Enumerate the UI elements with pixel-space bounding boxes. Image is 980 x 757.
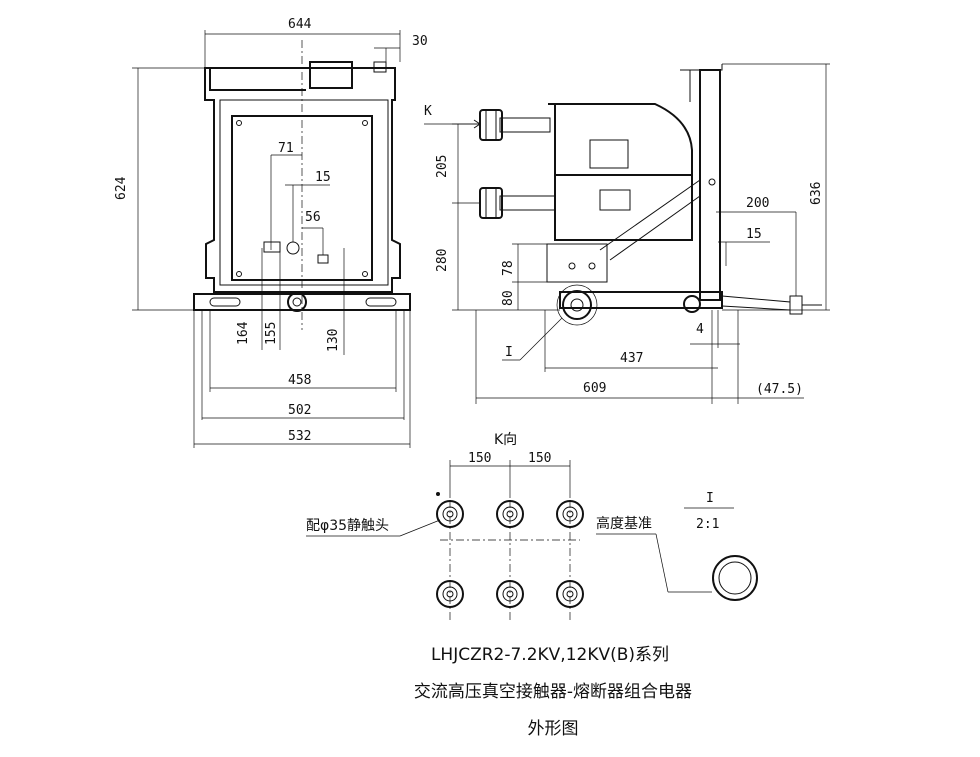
front-indicator — [263, 241, 281, 253]
side-wheel — [562, 290, 592, 320]
height-ref-label: 高度基准 — [596, 515, 652, 532]
front-panel-screw — [236, 271, 242, 277]
side-housing-window — [589, 139, 629, 169]
caption-model: LHJCZR2-7.2KV,12KV(B)系列 — [431, 645, 669, 665]
side-lower-box — [554, 174, 693, 241]
front-body-outline — [204, 67, 401, 293]
dim-624: 624 — [114, 176, 129, 200]
dim-15: 15 — [315, 170, 331, 185]
detail-callout-circle — [556, 284, 598, 326]
dim-437: 437 — [620, 351, 643, 366]
detail-marker-side: I — [505, 345, 513, 360]
dim-47-5: (47.5) — [756, 382, 803, 397]
static-contact — [496, 580, 524, 608]
side-handle — [721, 295, 791, 311]
side-brace — [599, 179, 701, 261]
side-wheel-hub — [570, 298, 584, 312]
dim-280: 280 — [435, 249, 450, 272]
front-top-handle — [209, 61, 353, 91]
static-contact — [556, 580, 584, 608]
static-contact — [556, 500, 584, 528]
front-base-wheel — [287, 292, 307, 312]
front-base-slot — [209, 297, 241, 307]
side-top-arm — [499, 117, 551, 133]
dim-30: 30 — [412, 34, 428, 49]
front-panel-screw — [362, 271, 368, 277]
contact-leader — [399, 519, 441, 537]
dim-458: 458 — [288, 373, 311, 388]
k-view: K向 150 150 配φ35静触头 — [306, 432, 712, 620]
detail-leader — [519, 317, 563, 361]
side-k-marker: K — [424, 104, 432, 119]
front-indicator — [317, 254, 329, 264]
dim-609: 609 — [583, 381, 606, 396]
dim-502: 502 — [288, 403, 311, 418]
static-contact — [436, 500, 464, 528]
detail-view: I 2:1 — [684, 491, 758, 601]
dim-155: 155 — [264, 322, 279, 345]
side-bottom-contact — [479, 187, 503, 219]
dim-15-side: 15 — [746, 227, 762, 242]
front-panel-screw — [236, 120, 242, 126]
side-bottom-arm — [499, 195, 556, 211]
dim-200: 200 — [746, 196, 769, 211]
front-view: 644 30 624 71 15 56 164 155 130 458 — [114, 17, 428, 448]
k-view-title: K向 — [494, 432, 517, 448]
dim-150-left: 150 — [468, 451, 491, 466]
front-inner-frame — [219, 99, 389, 286]
caption: LHJCZR2-7.2KV,12KV(B)系列 交流高压真空接触器-熔断器组合电… — [414, 645, 692, 739]
side-bracket — [546, 243, 608, 283]
side-top-contact — [479, 109, 503, 141]
detail-wheel — [712, 555, 758, 601]
dim-80: 80 — [501, 290, 516, 306]
dim-130: 130 — [326, 329, 341, 352]
side-bracket-bolt — [588, 262, 596, 270]
side-base-rail — [559, 291, 723, 309]
front-panel-screw — [362, 120, 368, 126]
side-frame-bolt — [708, 178, 716, 186]
detail-scale: 2:1 — [696, 517, 719, 532]
dim-644: 644 — [288, 17, 312, 32]
contact-label: 配φ35静触头 — [306, 518, 389, 534]
side-view: K 205 280 78 80 636 200 15 4 — [424, 63, 830, 404]
front-knob — [286, 241, 300, 255]
dim-56: 56 — [305, 210, 321, 225]
dim-78: 78 — [501, 260, 516, 276]
detail-wheel-inner — [718, 561, 752, 595]
dim-205: 205 — [435, 155, 450, 178]
side-frame-top — [680, 64, 723, 102]
front-base-slot — [365, 297, 397, 307]
dim-71: 71 — [278, 141, 294, 156]
side-handle-grip — [789, 295, 803, 315]
dim-150-right: 150 — [528, 451, 551, 466]
front-base-wheel-hub — [292, 297, 302, 307]
dim-532: 532 — [288, 429, 311, 444]
static-contact — [496, 500, 524, 528]
side-bracket-bolt — [568, 262, 576, 270]
caption-product: 交流高压真空接触器-熔断器组合电器 — [414, 682, 692, 702]
dim-164: 164 — [236, 321, 251, 345]
detail-marker: I — [706, 491, 714, 506]
dim-4: 4 — [696, 322, 704, 337]
front-top-lug — [373, 61, 387, 73]
side-frame-post — [699, 69, 721, 301]
static-contact — [436, 580, 464, 608]
dim-636: 636 — [809, 182, 824, 205]
side-lower-window — [599, 189, 631, 211]
k-dot — [436, 492, 440, 496]
caption-type: 外形图 — [528, 719, 579, 739]
side-wheel — [683, 295, 701, 313]
height-ref-leader — [655, 533, 669, 593]
